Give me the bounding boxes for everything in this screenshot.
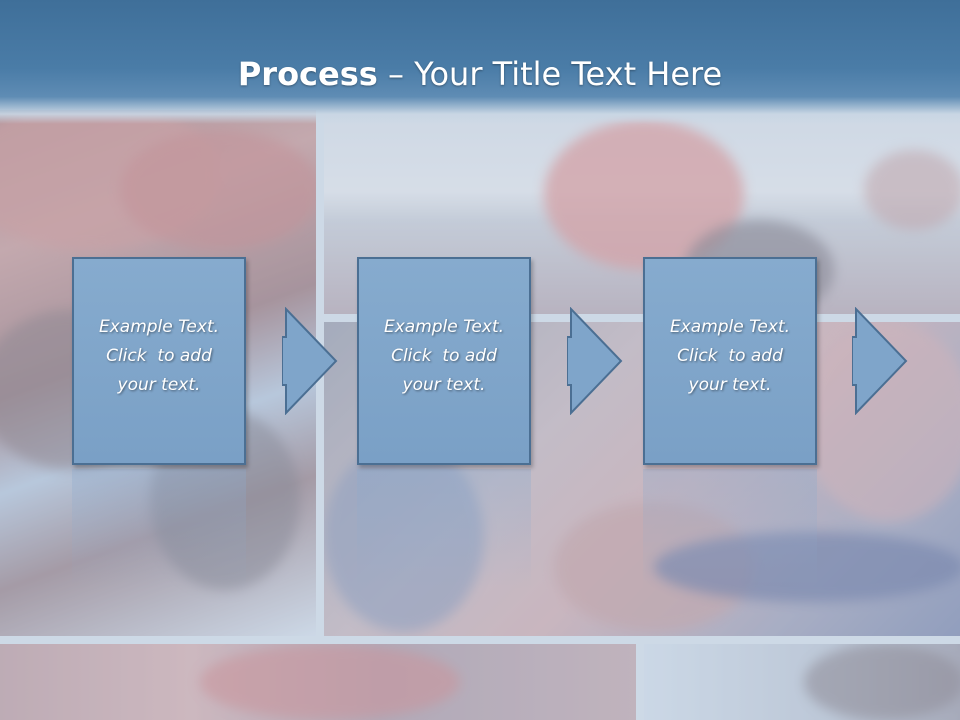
step-3-arrow-icon <box>852 307 908 415</box>
step-2-arrow-icon <box>567 307 623 415</box>
step-1-line-1: Example Text. <box>98 317 220 337</box>
step-3-line-3: your text. <box>688 375 772 395</box>
process-step-3[interactable]: Example Text. Click to add your text. <box>643 257 817 465</box>
step-2-text: Example Text. Click to add your text. <box>359 313 529 400</box>
process-step-2[interactable]: Example Text. Click to add your text. <box>357 257 531 465</box>
step-3-line-2: Click to add <box>677 346 783 366</box>
title-bar <box>0 0 960 124</box>
step-1-arrow-icon <box>282 307 338 415</box>
photo-runner-bottom-left <box>0 644 636 720</box>
title-bold-text: Process <box>237 55 378 93</box>
step-1-text: Example Text. Click to add your text. <box>74 313 244 400</box>
process-step-1[interactable]: Example Text. Click to add your text. <box>72 257 246 465</box>
title-rest-text: – Your Title Text Here <box>377 55 723 93</box>
slide-title[interactable]: Process – Your Title Text Here <box>0 52 960 96</box>
step-3-reflection <box>643 469 817 589</box>
step-2-line-3: your text. <box>402 375 486 395</box>
step-1-reflection <box>72 469 246 589</box>
step-2-reflection <box>357 469 531 589</box>
step-2-line-1: Example Text. <box>383 317 505 337</box>
step-1-line-2: Click to add <box>106 346 212 366</box>
step-2-line-2: Click to add <box>391 346 497 366</box>
photo-runner-bottom-right <box>644 644 960 720</box>
photo-runner-abs <box>324 322 960 636</box>
step-3-line-1: Example Text. <box>669 317 791 337</box>
step-1-line-3: your text. <box>117 375 201 395</box>
step-3-text: Example Text. Click to add your text. <box>645 313 815 400</box>
